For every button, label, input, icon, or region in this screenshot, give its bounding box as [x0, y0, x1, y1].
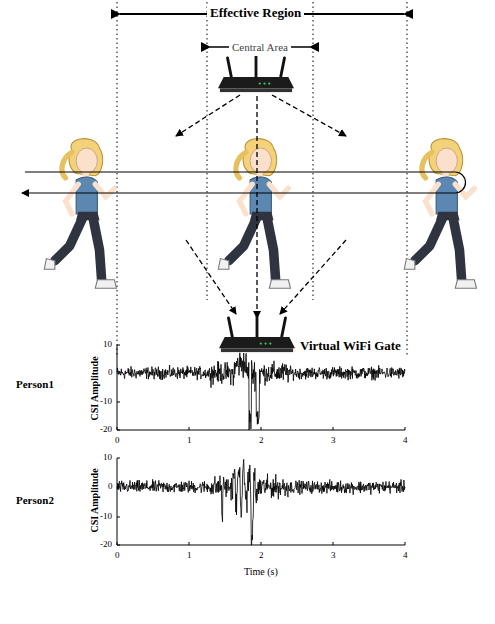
- csi-signal: [117, 459, 405, 545]
- tick-label: 1: [187, 551, 192, 561]
- tick-label: 0: [108, 482, 113, 492]
- tick-label: 2: [259, 436, 264, 446]
- tick-label: -20: [100, 540, 112, 550]
- axis-title: Time (s): [244, 566, 278, 577]
- axis-title: CSI Amplitude: [89, 356, 100, 420]
- tick-label: 3: [331, 551, 336, 561]
- tick-label: 4: [403, 436, 408, 446]
- tick-label: 0: [115, 436, 120, 446]
- series-name: Person1: [16, 378, 54, 390]
- tick-label: 10: [103, 340, 112, 350]
- gate-label: Virtual WiFi Gate: [300, 339, 401, 353]
- tick-label: 4: [403, 551, 408, 561]
- region-label: Effective Region: [207, 6, 304, 20]
- tick-label: -10: [100, 512, 112, 522]
- tick-label: -10: [100, 397, 112, 407]
- tick-label: 0: [108, 368, 113, 378]
- tick-label: 2: [259, 551, 264, 561]
- series-name: Person2: [16, 494, 54, 506]
- tick-label: 0: [115, 551, 120, 561]
- tick-label: -20: [100, 425, 112, 435]
- tick-label: 3: [331, 436, 336, 446]
- tick-label: 10: [103, 453, 112, 463]
- csi-signal: [117, 353, 405, 430]
- tick-label: 1: [187, 436, 192, 446]
- axis-title: CSI Amplitude: [89, 468, 100, 532]
- area-label: Central Area: [229, 41, 291, 53]
